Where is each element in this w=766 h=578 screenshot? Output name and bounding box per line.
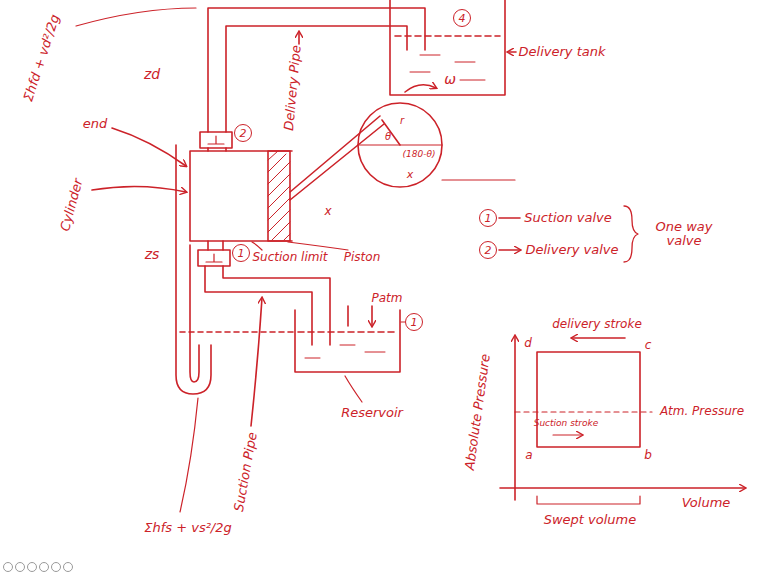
callout-number: 1 (485, 213, 492, 224)
stroke-arrow (553, 434, 582, 435)
axis-label: Volume (682, 496, 731, 510)
part-label: Delivery Pipe (282, 45, 304, 132)
x-axis (500, 487, 745, 489)
head-loss-label: Σhfd + vd²/2g (21, 13, 63, 103)
valve-symbol (208, 136, 224, 144)
part-label: Suction Pipe (232, 431, 260, 513)
pressure-arrow (348, 306, 372, 326)
symbol-label: Patm (372, 292, 403, 305)
leader-line (345, 376, 362, 402)
crank-axis (358, 145, 442, 146)
leader-arrow (298, 32, 300, 44)
legend-text: One way valve (652, 220, 716, 249)
legend-text: Suction valve (524, 211, 612, 225)
piston (268, 151, 290, 241)
height-label: zd (144, 67, 160, 82)
valve-symbol (206, 254, 222, 262)
suction-pipe (223, 266, 330, 345)
part-label: Suction limit (252, 251, 327, 264)
corner-label: a (525, 449, 532, 462)
graph-label: delivery stroke (552, 318, 642, 331)
graph-label: Swept volume (544, 513, 637, 527)
part-label: Piston (344, 251, 380, 264)
leader-arrow (112, 128, 186, 166)
callout-number: 2 (485, 245, 492, 256)
pv-cycle (537, 352, 640, 447)
part-label: Cylinder (58, 177, 86, 233)
leader-line (180, 398, 198, 512)
legend-arrow (499, 218, 520, 250)
callout-circle: 2 (479, 241, 497, 259)
pipe-stub (208, 241, 223, 250)
leader-line (76, 8, 196, 26)
legend-text: Delivery valve (525, 243, 618, 257)
leader-line (252, 242, 262, 250)
piston-hatch (268, 151, 290, 240)
y-axis (514, 336, 516, 500)
swept-bracket (537, 496, 640, 504)
symbol-label: x (407, 169, 414, 181)
graph-label: Atm. Pressure (660, 405, 744, 418)
axis-label: Absolute Pressure (463, 353, 493, 471)
u-pipe (176, 145, 211, 394)
crank-arm (382, 120, 400, 145)
callout-circle: 4 (453, 9, 471, 27)
leader-arrow (251, 298, 262, 426)
height-label: zs (145, 247, 160, 262)
callout-circle: 1 (405, 313, 423, 331)
symbol-label: r (400, 115, 404, 126)
player-icons (4, 563, 73, 572)
callout-number: 1 (411, 317, 418, 328)
u-pipe (190, 245, 199, 382)
stroke-arrow (572, 337, 625, 339)
atm-line (515, 411, 652, 412)
callout-number: 2 (240, 128, 247, 139)
part-label: Reservoir (341, 406, 403, 420)
callout-circle: 1 (479, 209, 497, 227)
symbol-label: ω (444, 72, 456, 87)
symbol-label: θ (385, 131, 391, 142)
part-label: end (83, 117, 108, 131)
delivery-pipe (208, 8, 425, 132)
corner-label: c (645, 339, 652, 352)
graph-label: Suction stroke (534, 419, 599, 429)
cylinder (190, 151, 292, 241)
water-surface (298, 331, 397, 333)
delivery-valve (200, 132, 232, 148)
leader-line (288, 242, 348, 250)
axis-line (442, 179, 515, 180)
corner-label: b (644, 449, 652, 462)
callout-number: 4 (459, 13, 466, 24)
water-surface (395, 35, 500, 37)
callout-circle: 2 (234, 124, 252, 142)
brace (624, 206, 638, 262)
head-loss-label: Σhfs + vs²/2g (144, 521, 232, 535)
callout-number: 1 (238, 248, 245, 259)
leader-arrow (508, 51, 516, 53)
crank-circle (358, 103, 442, 187)
leader-arrow (92, 186, 186, 192)
callout-circle: 1 (232, 244, 250, 262)
symbol-label: (180-θ) (403, 150, 436, 160)
water-hatch (305, 345, 385, 358)
datum-line (180, 331, 295, 333)
part-label: Delivery tank (519, 45, 606, 59)
suction-valve (198, 250, 230, 266)
symbol-label: x (324, 205, 331, 218)
rotation-arrow (405, 85, 436, 92)
corner-label: d (524, 337, 532, 350)
connecting-rod (290, 116, 384, 200)
